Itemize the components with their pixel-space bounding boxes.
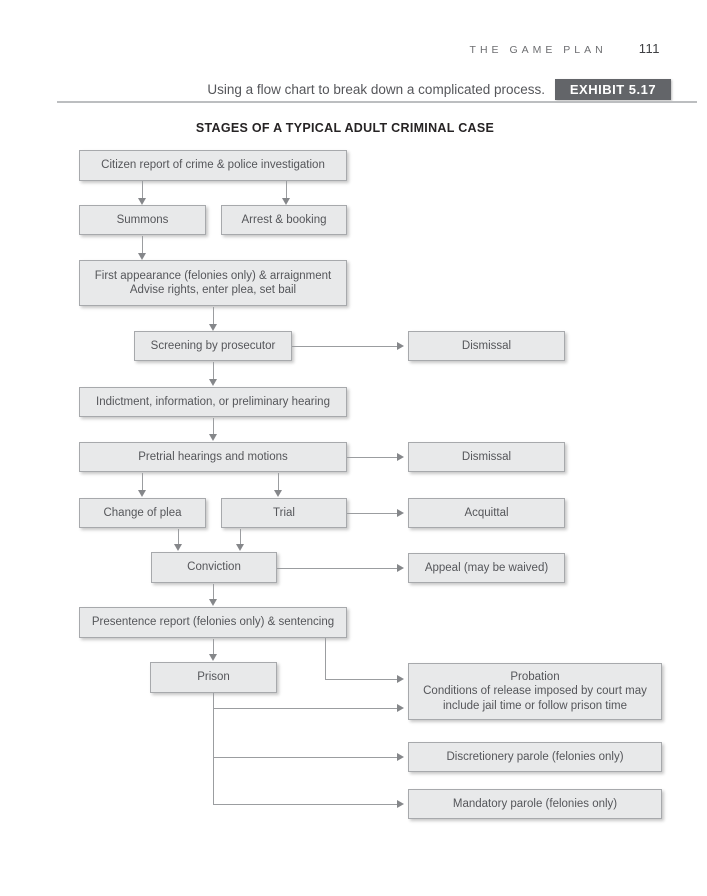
flow-node-mandatory-parole: Mandatory parole (felonies only)	[408, 789, 662, 819]
arrow-screening-to-dismissal1-line	[292, 346, 397, 347]
arrow-conviction-to-appeal-line	[277, 568, 397, 569]
arrow-prison-to-mandatory-line	[213, 804, 397, 805]
arrow-summons-to-firstapp-line	[142, 236, 143, 253]
flow-node-dismissal-2: Dismissal	[408, 442, 565, 472]
flow-node-pretrial: Pretrial hearings and motions	[79, 442, 347, 472]
flow-node-arrest-booking: Arrest & booking	[221, 205, 347, 235]
flow-node-summons: Summons	[79, 205, 206, 235]
arrow-prison-to-mandatory-head	[397, 800, 404, 808]
arrow-indictment-to-pretrial-line	[213, 418, 214, 434]
arrow-prison-to-probation-head	[397, 704, 404, 712]
running-head-title: THE GAME PLAN	[469, 44, 607, 56]
arrow-firstapp-to-screening-head	[209, 324, 217, 331]
flowchart-title: STAGES OF A TYPICAL ADULT CRIMINAL CASE	[195, 121, 495, 135]
arrow-prison-to-discretionary-head	[397, 753, 404, 761]
exhibit-badge: EXHIBIT 5.17	[555, 79, 671, 100]
flow-node-first-appearance: First appearance (felonies only) & arrai…	[79, 260, 347, 306]
arrow-screening-to-indictment-head	[209, 379, 217, 386]
arrow-trial-to-conviction-head	[236, 544, 244, 551]
flow-node-change-of-plea: Change of plea	[79, 498, 206, 528]
arrow-pretrial-to-trial-head	[274, 490, 282, 497]
arrow-pretrial-to-trial-line	[278, 473, 279, 490]
arrow-pretrial-to-changeplea-head	[138, 490, 146, 497]
arrow-conviction-to-presentence-line	[213, 584, 214, 599]
arrow-conviction-to-presentence-head	[209, 599, 217, 606]
page-number: 111	[638, 41, 660, 56]
arrow-trial-to-conviction-line	[240, 529, 241, 544]
arrow-citizen-to-summons-head	[138, 198, 146, 205]
arrow-prison-to-discretionary-line	[213, 757, 397, 758]
arrow-indictment-to-pretrial-head	[209, 434, 217, 441]
arrow-prison-to-probation-line	[213, 708, 397, 709]
exhibit-caption: Using a flow chart to break down a compl…	[207, 82, 545, 97]
flow-node-probation: Probation Conditions of release imposed …	[408, 663, 662, 720]
arrow-screening-to-indictment-line	[213, 362, 214, 379]
flow-node-prison: Prison	[150, 662, 277, 693]
flow-node-indictment: Indictment, information, or preliminary …	[79, 387, 347, 417]
running-head: THE GAME PLAN 111	[470, 41, 660, 56]
arrow-changeplea-to-conviction-head	[174, 544, 182, 551]
flow-node-screening: Screening by prosecutor	[134, 331, 292, 361]
arrow-presentence-to-prison-head	[209, 654, 217, 661]
arrow-trial-to-acquittal-line	[347, 513, 397, 514]
arrow-citizen-to-arrest-line	[286, 181, 287, 198]
arrow-citizen-to-summons-line	[142, 181, 143, 198]
arrow-presentence-to-probation-hline	[325, 679, 397, 680]
flow-node-trial: Trial	[221, 498, 347, 528]
flow-node-acquittal: Acquittal	[408, 498, 565, 528]
flow-node-conviction: Conviction	[151, 552, 277, 583]
flow-node-dismissal-1: Dismissal	[408, 331, 565, 361]
arrow-pretrial-to-changeplea-line	[142, 473, 143, 490]
arrow-pretrial-to-dismissal2-head	[397, 453, 404, 461]
arrow-pretrial-to-dismissal2-line	[347, 457, 397, 458]
flow-node-discretionary-parole: Discretionery parole (felonies only)	[408, 742, 662, 772]
arrow-conviction-to-appeal-head	[397, 564, 404, 572]
arrow-summons-to-firstapp-head	[138, 253, 146, 260]
arrow-citizen-to-arrest-head	[282, 198, 290, 205]
flow-node-presentence: Presentence report (felonies only) & sen…	[79, 607, 347, 638]
arrow-trial-to-acquittal-head	[397, 509, 404, 517]
arrow-firstapp-to-screening-line	[213, 307, 214, 324]
arrow-presentence-to-prison-line	[213, 639, 214, 654]
flow-node-appeal: Appeal (may be waived)	[408, 553, 565, 583]
arrow-presentence-to-probation-vline	[325, 638, 326, 679]
arrow-presentence-to-probation-head	[397, 675, 404, 683]
arrow-screening-to-dismissal1-head	[397, 342, 404, 350]
flow-node-citizen-report: Citizen report of crime & police investi…	[79, 150, 347, 181]
arrow-changeplea-to-conviction-line	[178, 529, 179, 544]
arrow-prison-trunk-line	[213, 693, 214, 804]
header-rule	[57, 101, 697, 103]
